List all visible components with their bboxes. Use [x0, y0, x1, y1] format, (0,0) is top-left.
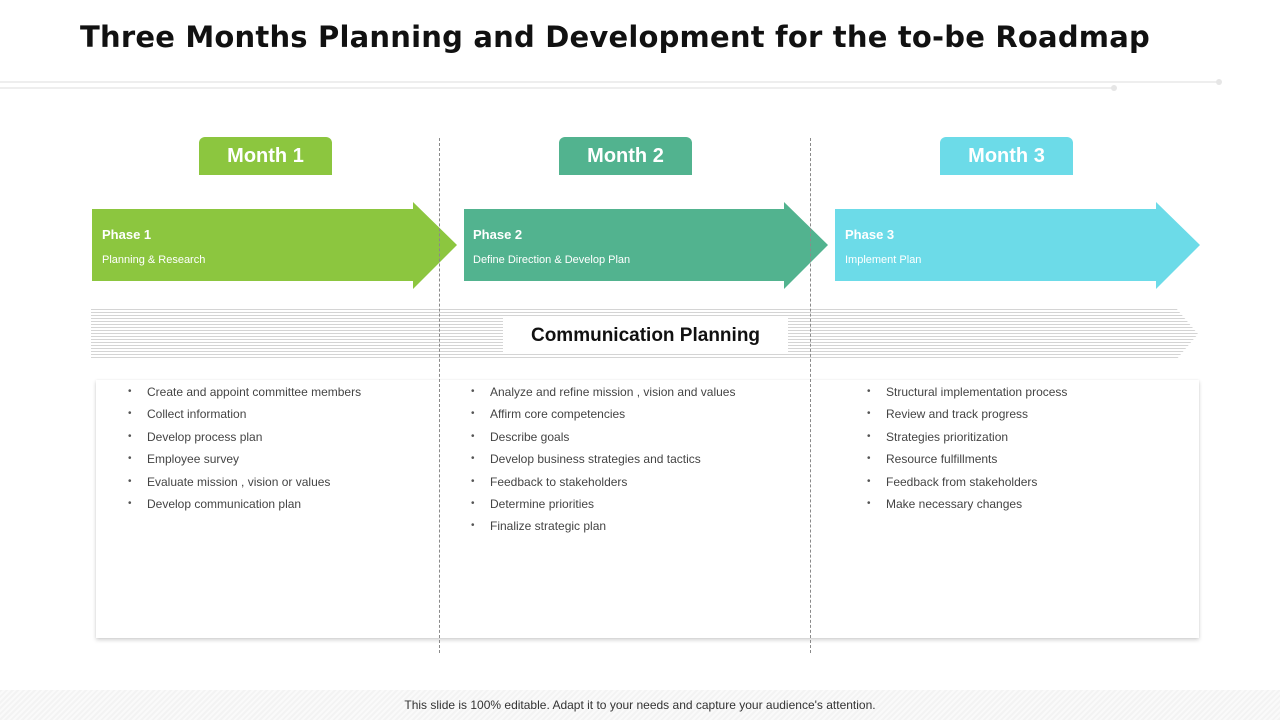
footer-note: This slide is 100% editable. Adapt it to… — [404, 698, 876, 712]
title-underline-secondary — [0, 87, 1114, 89]
phase-3-arrow — [835, 202, 1200, 289]
list-item: Resource fulfillments — [867, 448, 1067, 471]
list-item: Feedback to stakeholders — [471, 471, 735, 494]
month-1-tab: Month 1 — [199, 137, 332, 175]
list-item: Analyze and refine mission , vision and … — [471, 381, 735, 404]
month-1-label: Month 1 — [227, 144, 304, 167]
month-3-tab: Month 3 — [940, 137, 1073, 175]
list-item: Develop communication plan — [128, 493, 361, 516]
list-item: Determine priorities — [471, 493, 735, 516]
phase-1-subtitle: Planning & Research — [102, 254, 206, 266]
list-item: Finalize strategic plan — [471, 515, 735, 538]
month-2-tab: Month 2 — [559, 137, 692, 175]
phase-1-text: Phase 1 Planning & Research — [102, 227, 205, 266]
underline-dot — [1216, 79, 1222, 85]
list-item: Employee survey — [128, 448, 361, 471]
month-divider-2 — [810, 138, 811, 653]
phase-2-arrow — [464, 202, 828, 289]
underline-dot — [1111, 85, 1117, 91]
month-3-activities: Structural implementation process Review… — [867, 381, 1067, 516]
month-2-label: Month 2 — [587, 144, 664, 167]
month-1-activities: Create and appoint committee members Col… — [128, 381, 361, 516]
list-item: Structural implementation process — [867, 381, 1067, 404]
title-underline — [0, 81, 1220, 83]
list-item: Develop business strategies and tactics — [471, 448, 735, 471]
list-item: Evaluate mission , vision or values — [128, 471, 361, 494]
phase-3-text: Phase 3 Implement Plan — [845, 227, 921, 266]
month-2-activities: Analyze and refine mission , vision and … — [471, 381, 735, 538]
list-item: Collect information — [128, 403, 361, 426]
list-item: Affirm core competencies — [471, 403, 735, 426]
communication-planning-label: Communication Planning — [503, 318, 788, 354]
slide-title: Three Months Planning and Development fo… — [80, 20, 1150, 54]
list-item: Review and track progress — [867, 403, 1067, 426]
list-item: Develop process plan — [128, 426, 361, 449]
list-item: Create and appoint committee members — [128, 381, 361, 404]
list-item: Make necessary changes — [867, 493, 1067, 516]
phase-2-subtitle: Define Direction & Develop Plan — [473, 254, 631, 266]
phase-3-subtitle: Implement Plan — [845, 254, 922, 266]
month-3-label: Month 3 — [968, 144, 1045, 167]
phase-1-arrow — [92, 202, 457, 289]
month-divider-1 — [439, 138, 440, 653]
phase-2-title: Phase 2 — [473, 227, 523, 242]
list-item: Feedback from stakeholders — [867, 471, 1067, 494]
phase-3-title: Phase 3 — [845, 227, 895, 242]
list-item: Describe goals — [471, 426, 735, 449]
phase-1-title: Phase 1 — [102, 227, 152, 242]
list-item: Strategies prioritization — [867, 426, 1067, 449]
footer-bar: This slide is 100% editable. Adapt it to… — [0, 690, 1280, 720]
phase-2-text: Phase 2 Define Direction & Develop Plan — [473, 227, 630, 266]
